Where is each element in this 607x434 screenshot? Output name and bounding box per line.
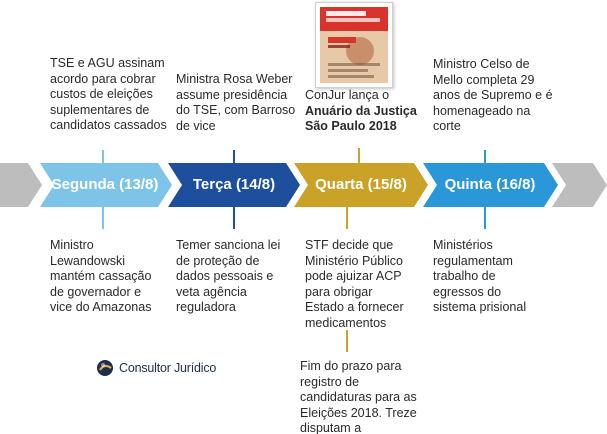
event-thursday-bottom: Ministérios regulamentam trabalho de egr…	[433, 238, 527, 314]
event-tuesday-bottom: Temer sanciona lei de proteção de dados …	[176, 238, 281, 314]
connector-monday-top	[102, 150, 104, 163]
timeline-band: Segunda (13/8) Terça (14/8) Quarta (15/8…	[0, 163, 607, 207]
timeline-edge-right	[552, 163, 607, 207]
event-thursday-top: Ministro Celso de Mello completa 29 anos…	[433, 57, 553, 133]
event-wednesday-bottom: STF decide que Ministério Público pode a…	[305, 238, 404, 330]
event-wednesday-prefix: ConJur lança o	[305, 88, 390, 102]
connector-thursday-top	[484, 150, 486, 163]
event-wednesday-bottom-2: Fim do prazo para registro de candidatur…	[300, 359, 417, 434]
anuario-cover-art	[320, 7, 388, 83]
day-wednesday: Quarta (15/8)	[315, 176, 407, 193]
event-tuesday-top: Ministra Rosa Weber assume presidência d…	[176, 72, 296, 133]
connector-wednesday-top	[358, 148, 360, 163]
timeline-edge-left	[0, 163, 42, 207]
connector-thursday-bottom	[484, 207, 486, 229]
event-monday-top: TSE e AGU assinam acordo para cobrar cus…	[50, 56, 167, 132]
connector-monday-bottom	[102, 207, 104, 229]
day-thursday: Quinta (16/8)	[444, 176, 536, 193]
chevron-wednesday	[294, 163, 428, 207]
conjur-globe-icon	[97, 360, 113, 376]
connector-wednesday-bottom	[346, 207, 348, 229]
day-tuesday: Terça (14/8)	[192, 176, 276, 193]
consultor-juridico-logo: Consultor Jurídico	[96, 359, 216, 377]
chevron-monday	[40, 163, 172, 207]
day-monday: Segunda (13/8)	[51, 176, 159, 193]
connector-tuesday-bottom	[233, 207, 235, 229]
connector-wednesday-bottom-2	[346, 330, 348, 352]
event-monday-bottom: Ministro Lewandowski mantém cassação de …	[50, 238, 152, 314]
timeline-arrows	[0, 163, 607, 207]
anuario-cover-image	[315, 2, 393, 88]
chevron-thursday	[423, 163, 558, 207]
connector-tuesday-top	[233, 150, 235, 163]
logo-text: Consultor Jurídico	[119, 361, 217, 375]
event-wednesday-bold: Anuário da Justiça São Paulo 2018	[305, 103, 417, 134]
event-wednesday-top: ConJur lança o Anuário da Justiça São Pa…	[305, 88, 435, 135]
chevron-tuesday	[168, 163, 300, 207]
